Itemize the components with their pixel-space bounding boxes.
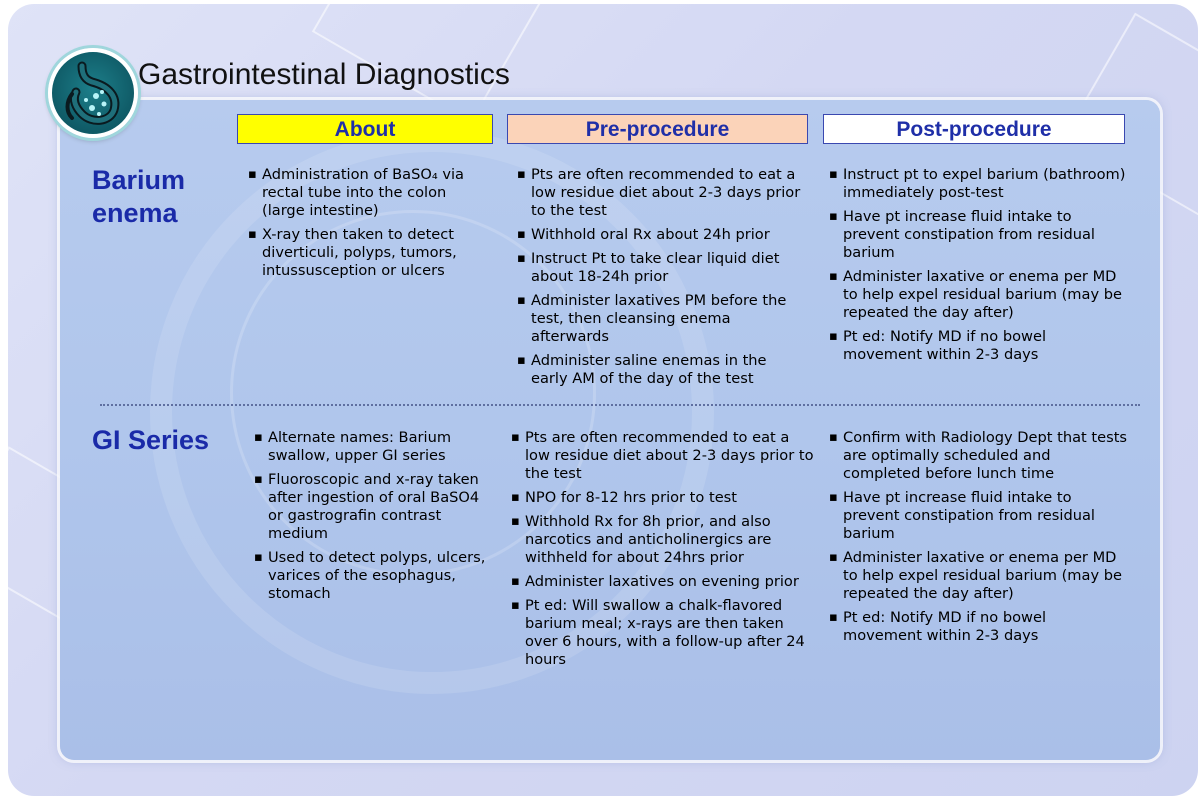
list-item: Administer laxative or enema per MD to h…: [829, 549, 1129, 603]
list-item: Used to detect polyps, ulcers, varices o…: [254, 549, 494, 603]
list-item: Instruct Pt to take clear liquid diet ab…: [517, 250, 807, 286]
list-item: Have pt increase fluid intake to prevent…: [829, 208, 1129, 262]
list-item: Instruct pt to expel barium (bathroom) i…: [829, 166, 1129, 202]
list-item: Pt ed: Notify MD if no bowel movement wi…: [829, 609, 1129, 645]
header-about: About: [237, 114, 493, 144]
barium-enema-post: Instruct pt to expel barium (bathroom) i…: [829, 166, 1129, 370]
list-item: Pts are often recommended to eat a low r…: [511, 429, 816, 483]
row-label-barium-enema: Barium enema: [92, 164, 185, 230]
list-item: Administer laxatives PM before the test,…: [517, 292, 807, 346]
stomach-icon: [48, 48, 138, 138]
list-item: NPO for 8-12 hrs prior to test: [511, 489, 816, 507]
gi-series-pre: Pts are often recommended to eat a low r…: [511, 429, 816, 675]
header-pre-procedure: Pre-procedure: [507, 114, 808, 144]
list-item: Pts are often recommended to eat a low r…: [517, 166, 807, 220]
row-label-line: enema: [92, 198, 178, 228]
list-item: Administer saline enemas in the early AM…: [517, 352, 807, 388]
list-item: Administration of BaSO₄ via rectal tube …: [248, 166, 488, 220]
list-item: Alternate names: Barium swallow, upper G…: [254, 429, 494, 465]
header-post-procedure: Post-procedure: [823, 114, 1125, 144]
list-item: Administer laxative or enema per MD to h…: [829, 268, 1129, 322]
gi-series-post: Confirm with Radiology Dept that tests a…: [829, 429, 1129, 651]
list-item: Withhold oral Rx about 24h prior: [517, 226, 807, 244]
page-title: Gastrointestinal Diagnostics: [138, 58, 510, 91]
row-label-line: Barium: [92, 165, 186, 195]
row-label-gi-series: GI Series: [92, 425, 210, 455]
list-item: Have pt increase fluid intake to prevent…: [829, 489, 1129, 543]
list-item: Withhold Rx for 8h prior, and also narco…: [511, 513, 816, 567]
barium-enema-about: Administration of BaSO₄ via rectal tube …: [248, 166, 488, 286]
barium-enema-pre: Pts are often recommended to eat a low r…: [517, 166, 807, 394]
list-item: Fluoroscopic and x-ray taken after inges…: [254, 471, 494, 543]
list-item: Administer laxatives on evening prior: [511, 573, 816, 591]
list-item: Pt ed: Will swallow a chalk-flavored bar…: [511, 597, 816, 669]
list-item: X-ray then taken to detect diverticuli, …: [248, 226, 488, 280]
row-divider: [100, 404, 1140, 406]
list-item: Confirm with Radiology Dept that tests a…: [829, 429, 1129, 483]
gi-series-about: Alternate names: Barium swallow, upper G…: [254, 429, 494, 609]
stomach-icon-graphic: [65, 61, 120, 125]
list-item: Pt ed: Notify MD if no bowel movement wi…: [829, 328, 1129, 364]
